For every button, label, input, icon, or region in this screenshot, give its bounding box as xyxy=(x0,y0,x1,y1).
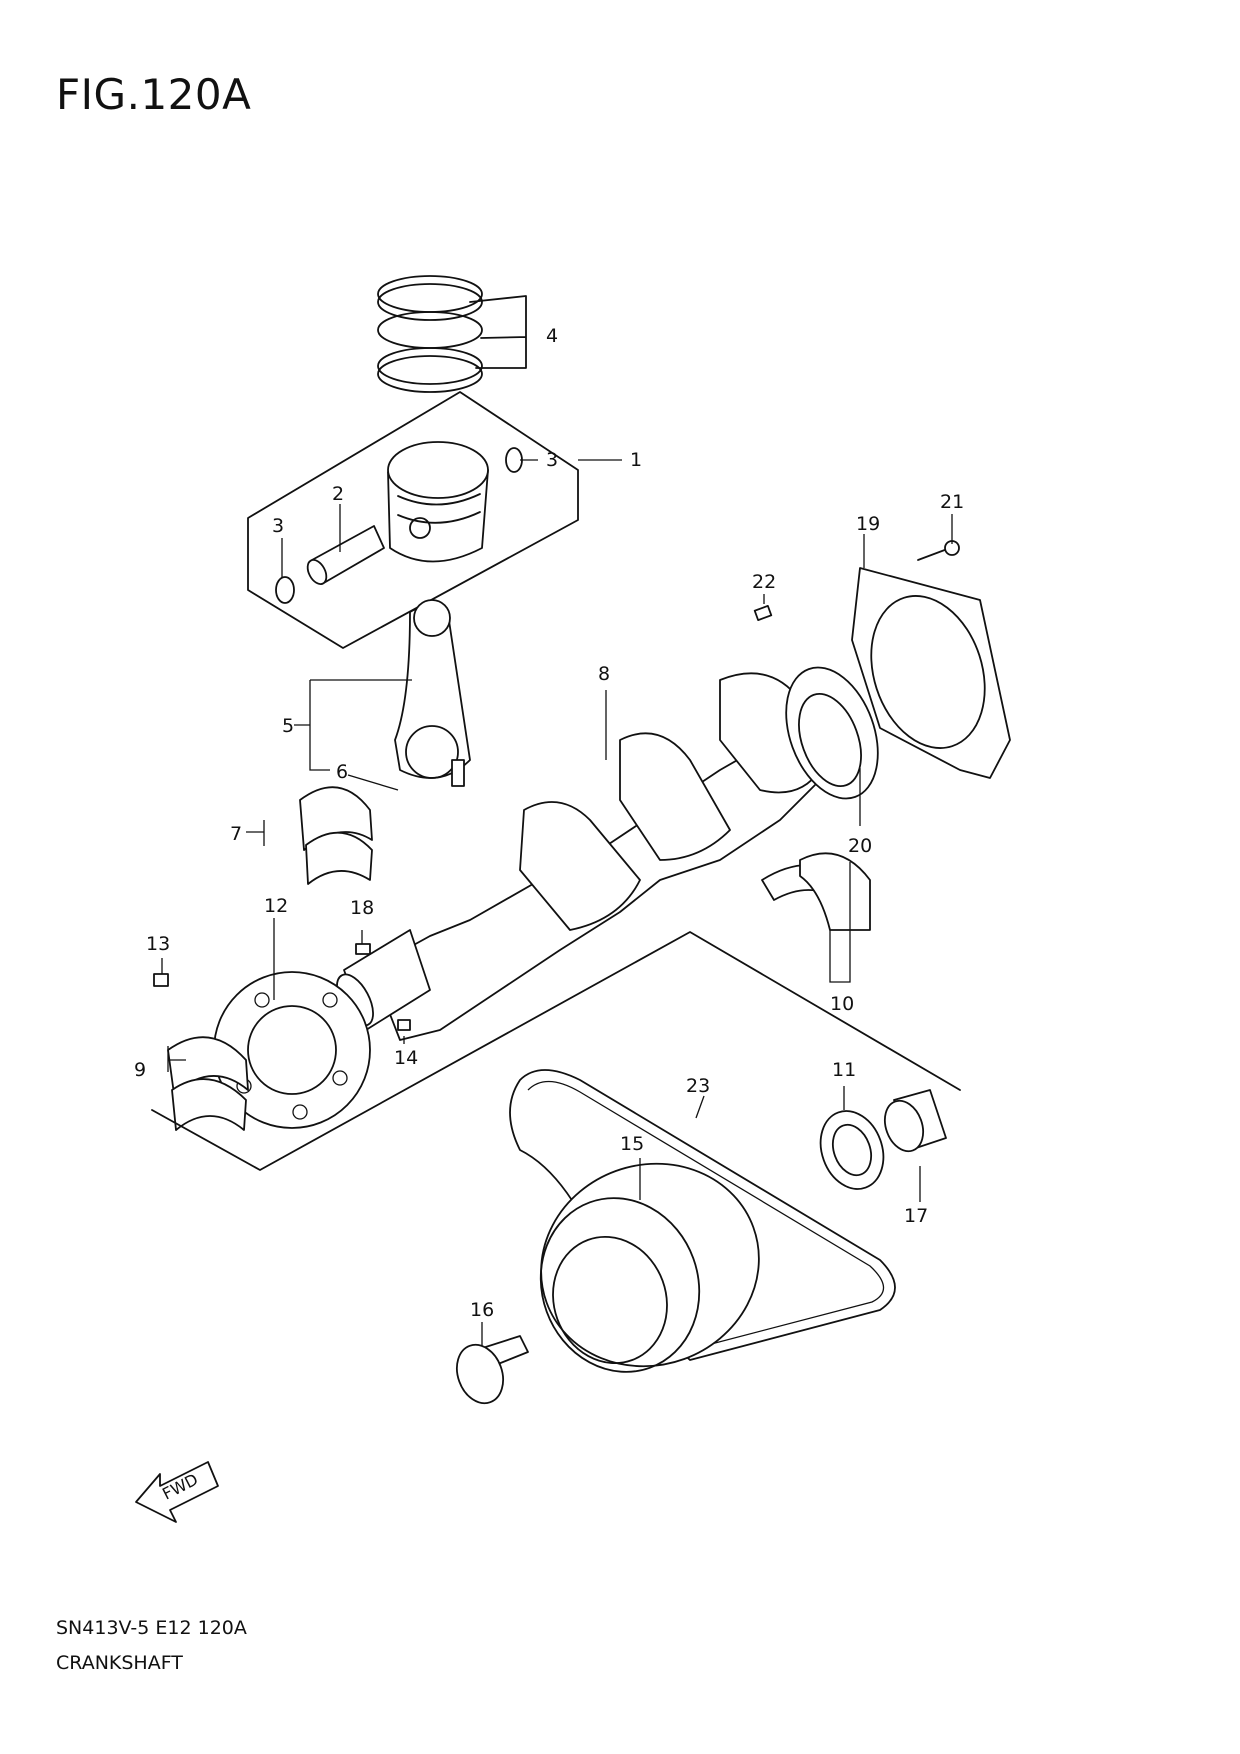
callout-19: 19 xyxy=(856,513,880,535)
lower-kit-outline xyxy=(151,931,961,1171)
callout-14: 14 xyxy=(394,1047,418,1069)
pulley-bolt xyxy=(456,1335,529,1405)
callout-22: 22 xyxy=(752,571,776,593)
thrust-bearing xyxy=(761,852,871,931)
callout-2: 2 xyxy=(332,483,344,505)
figure-title: FIG.120A xyxy=(56,70,252,119)
circlip-right xyxy=(505,447,523,473)
rear-oil-seal-housing xyxy=(851,567,1011,779)
callout-16: 16 xyxy=(470,1299,494,1321)
callout-20: 20 xyxy=(848,835,872,857)
main-bearing xyxy=(167,1036,249,1131)
callout-5: 5 xyxy=(282,715,294,737)
bolt-13 xyxy=(153,973,169,987)
connecting-rod xyxy=(394,599,471,787)
circlip-left xyxy=(275,576,295,604)
callout-3b: 3 xyxy=(546,449,558,471)
callout-11: 11 xyxy=(832,1059,856,1081)
callout-15: 15 xyxy=(620,1133,644,1155)
callout-23: 23 xyxy=(686,1075,710,1097)
key-18 xyxy=(355,943,371,955)
piston-pin xyxy=(306,525,385,585)
callout-8: 8 xyxy=(598,663,610,685)
dowel-pin-22 xyxy=(753,605,773,621)
callout-7: 7 xyxy=(230,823,242,845)
bolt-21 xyxy=(917,540,960,561)
leader-lines xyxy=(161,459,953,1346)
callout-9: 9 xyxy=(134,1059,146,1081)
callouts: 1 2 3 3 4 5 6 7 8 9 10 11 12 13 14 15 16… xyxy=(134,325,964,1321)
conrod-bearing xyxy=(299,786,373,885)
callout-17: 17 xyxy=(904,1205,928,1227)
callout-1: 1 xyxy=(630,449,642,471)
crank-gear xyxy=(883,1089,947,1153)
crank-pulley xyxy=(539,1162,760,1373)
crankshaft xyxy=(336,666,879,1041)
callout-6: 6 xyxy=(336,761,348,783)
oil-seal xyxy=(819,1110,885,1190)
callout-18: 18 xyxy=(350,897,374,919)
callout-4: 4 xyxy=(546,325,558,347)
callout-13: 13 xyxy=(146,933,170,955)
callout-10: 10 xyxy=(830,993,854,1015)
callout-21: 21 xyxy=(940,491,964,513)
callout-3a: 3 xyxy=(272,515,284,537)
piston-kit-outline xyxy=(247,391,579,649)
piston xyxy=(387,441,489,563)
key-14 xyxy=(397,1019,411,1031)
footer-name: CRANKSHAFT xyxy=(56,1652,183,1674)
callout-12: 12 xyxy=(264,895,288,917)
footer-code: SN413V-5 E12 120A xyxy=(56,1617,247,1639)
piston-rings xyxy=(377,275,527,393)
fwd-arrow-icon: FWD xyxy=(135,1461,219,1523)
